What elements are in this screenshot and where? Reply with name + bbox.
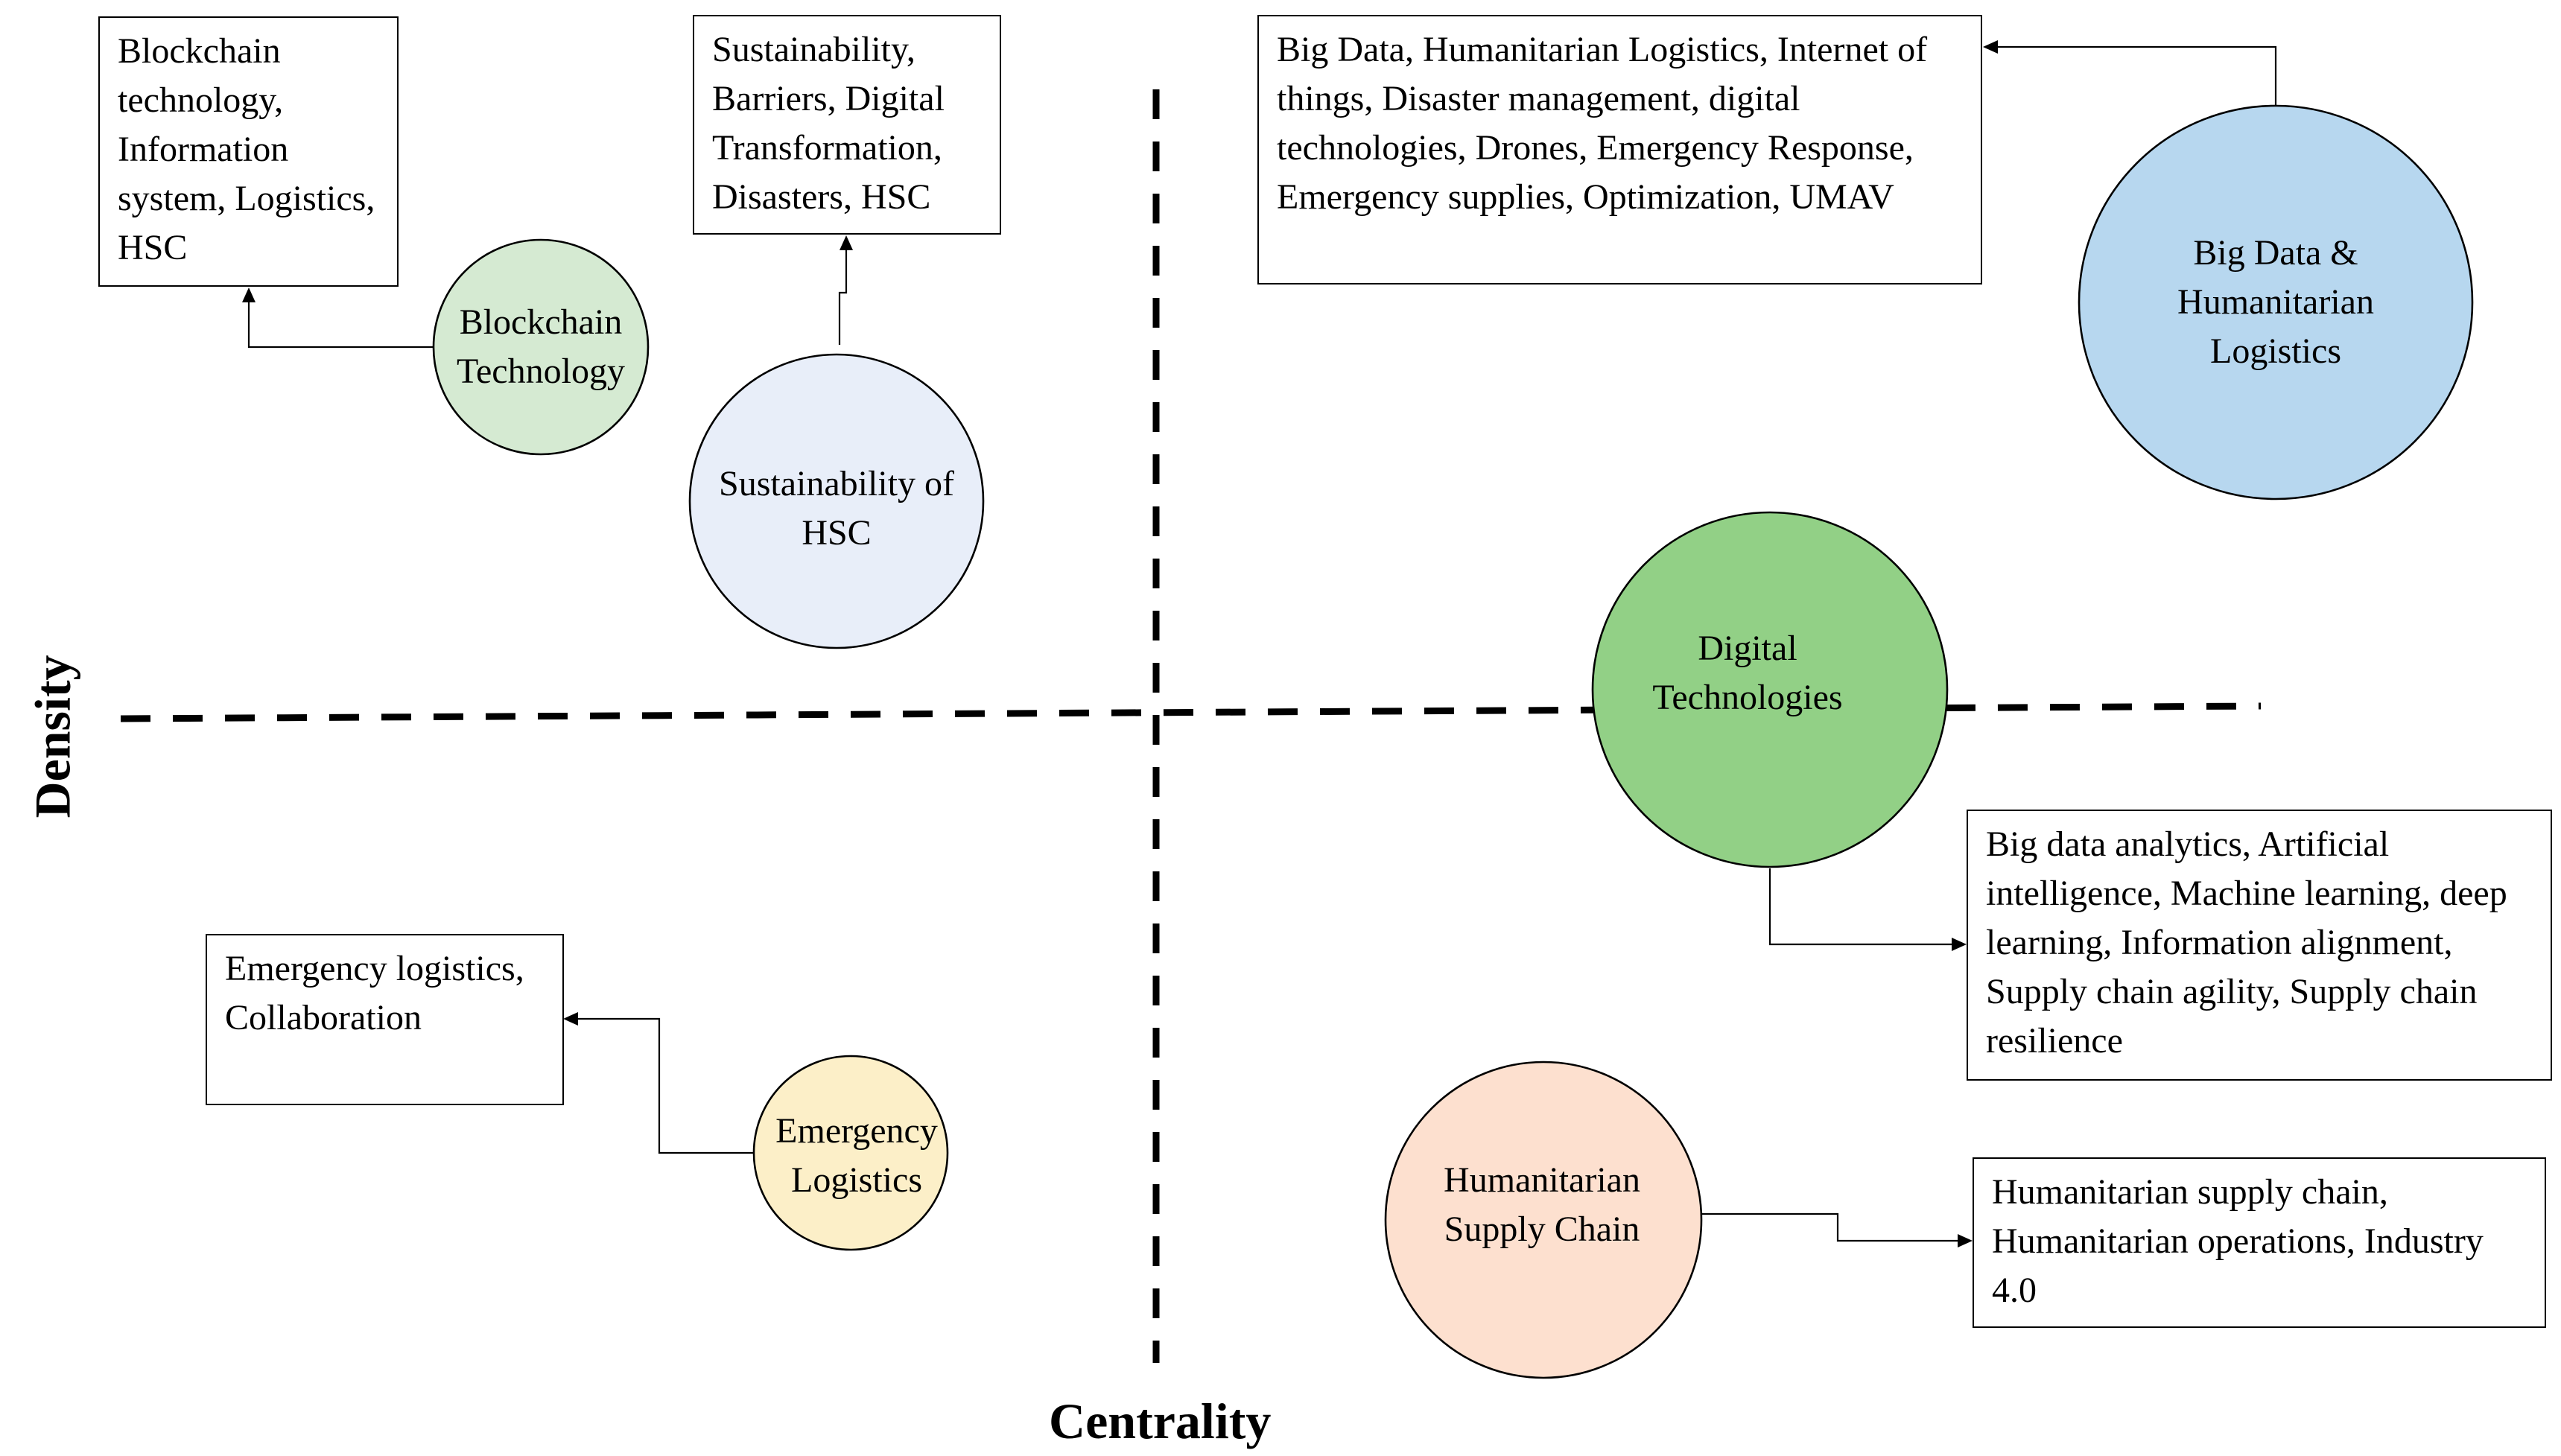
arrowhead-bigdata xyxy=(1983,40,1998,54)
bubble-label-bigdata: Big Data & Humanitarian Logistics xyxy=(2177,233,2374,371)
keyword-box-blockchain: Blockchain technology, Information syste… xyxy=(98,16,399,287)
bubble-hsc xyxy=(1384,1061,1703,1379)
bubble-sustainability xyxy=(688,353,985,649)
keyword-box-digital: Big data analytics, Artificial intellige… xyxy=(1967,810,2552,1081)
connector-emergency xyxy=(577,1017,754,1154)
keyword-box-sustainability: Sustainability, Barriers, Digital Transf… xyxy=(693,15,1001,235)
keyword-box-emergency: Emergency logistics, Collaboration xyxy=(206,934,564,1105)
keyword-box-bigdata: Big Data, Humanitarian Logistics, Intern… xyxy=(1257,15,1982,284)
connector-sustainability xyxy=(838,249,848,345)
bubble-label-hsc: Humanitarian Supply Chain xyxy=(1444,1160,1640,1249)
arrowhead-sustainability xyxy=(840,235,853,250)
connector-hsc xyxy=(1701,1212,1958,1242)
bubble-digital xyxy=(1591,511,1949,868)
arrowhead-emergency xyxy=(563,1012,578,1026)
bubble-label-sustainability: Sustainability of HSC xyxy=(719,464,954,553)
bubble-label-emergency: Emergency Logistics xyxy=(775,1111,938,1200)
y-axis-label: Density xyxy=(24,655,81,818)
arrowhead-digital xyxy=(1952,938,1967,951)
arrowhead-hsc xyxy=(1958,1234,1973,1247)
arrowhead-blockchain xyxy=(242,287,256,302)
keyword-box-hsc: Humanitarian supply chain, Humanitarian … xyxy=(1973,1157,2546,1328)
connector-digital xyxy=(1768,868,1952,946)
connector-blockchain xyxy=(247,302,434,349)
bubble-emergency xyxy=(752,1055,949,1251)
bubble-label-digital: Digital Technologies xyxy=(1652,629,1843,717)
bubble-label-blockchain: Blockchain Technology xyxy=(457,302,625,391)
bubble-blockchain xyxy=(432,238,650,456)
x-axis-label: Centrality xyxy=(1049,1393,1272,1449)
bubble-bigdata xyxy=(2078,104,2474,500)
